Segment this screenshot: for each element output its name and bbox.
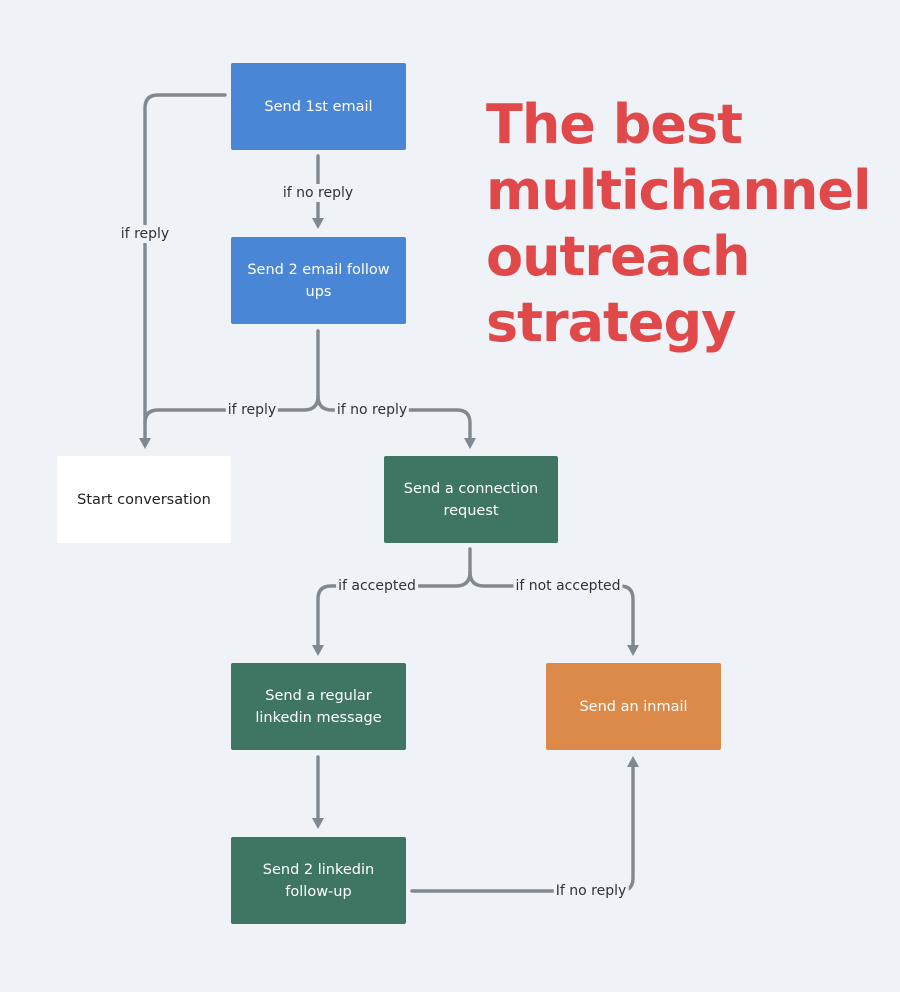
arrowhead bbox=[312, 818, 324, 829]
node-send-1st-email[interactable]: Send 1st email bbox=[231, 63, 406, 150]
edge-label-if-no-reply: If no reply bbox=[553, 882, 629, 900]
edge-label-if-reply: if reply bbox=[225, 401, 279, 419]
node-label: Send 2 email follow ups bbox=[247, 261, 390, 300]
edge-label-if-accepted: if accepted bbox=[336, 577, 418, 595]
node-label: Send a regular linkedin message bbox=[255, 687, 382, 726]
connector-if-reply-to-start bbox=[143, 93, 227, 440]
node-label: Start conversation bbox=[77, 491, 211, 508]
node-label: Send 2 linkedin follow-up bbox=[262, 861, 375, 900]
arrowhead bbox=[627, 645, 639, 656]
arrowhead bbox=[627, 756, 639, 767]
edge-label-if-not-accepted: if not accepted bbox=[513, 577, 623, 595]
edge-label-if-no-reply: if no reply bbox=[334, 401, 410, 419]
edge-label-if-reply: if reply bbox=[118, 225, 172, 243]
arrowhead bbox=[139, 438, 151, 449]
node-send-2-linkedin-follow-up[interactable]: Send 2 linkedin follow-up bbox=[231, 837, 406, 924]
connector-connection-to-regular bbox=[316, 547, 472, 647]
node-send-connection-request[interactable]: Send a connection request bbox=[384, 456, 558, 543]
node-send-regular-linkedin-message[interactable]: Send a regular linkedin message bbox=[231, 663, 406, 750]
arrowhead bbox=[312, 218, 324, 229]
node-label: Send 1st email bbox=[264, 98, 373, 115]
node-send-2-email-follow-ups[interactable]: Send 2 email follow ups bbox=[231, 237, 406, 324]
diagram-title: The best multichannel outreach strategy bbox=[486, 93, 871, 354]
node-label: Send an inmail bbox=[579, 698, 688, 715]
arrowhead bbox=[312, 645, 324, 656]
arrowhead bbox=[464, 438, 476, 449]
node-label: Send a connection request bbox=[403, 480, 539, 519]
connector-email2-to-connection bbox=[316, 394, 472, 440]
node-start-conversation[interactable]: Start conversation bbox=[57, 456, 231, 543]
edge-label-if-no-reply: if no reply bbox=[280, 184, 356, 202]
node-send-inmail[interactable]: Send an inmail bbox=[546, 663, 721, 750]
connector-followup-to-inmail bbox=[410, 765, 635, 893]
